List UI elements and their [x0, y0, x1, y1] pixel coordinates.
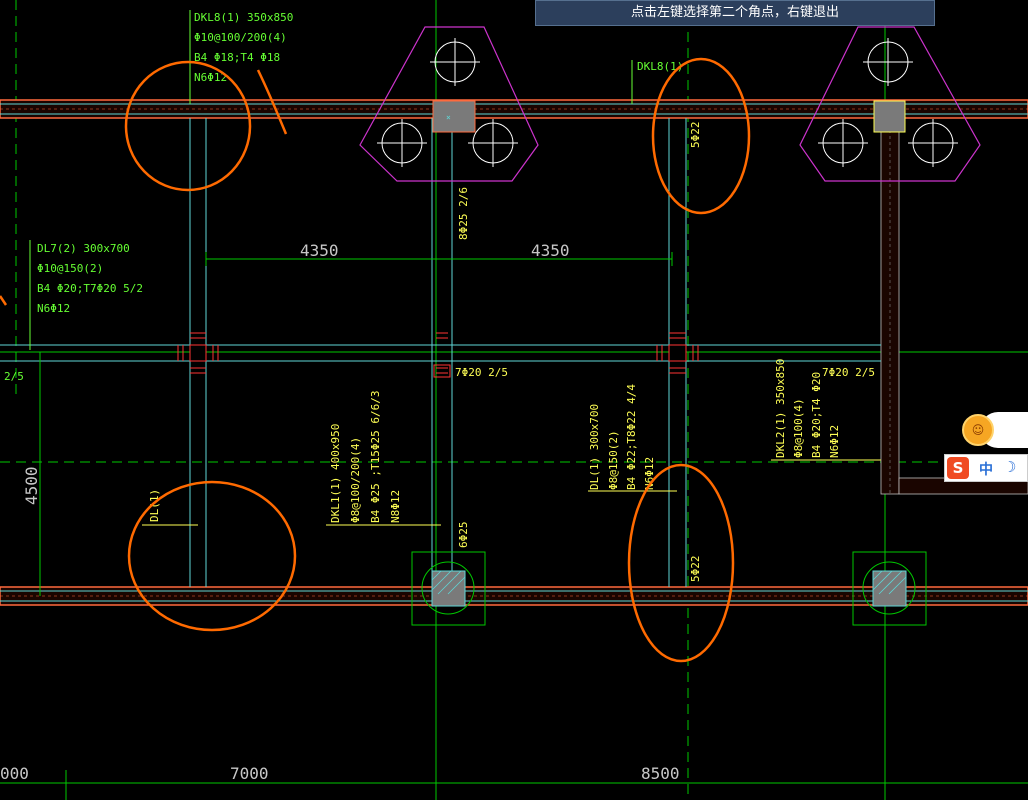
moon-icon[interactable]: ☽ [1003, 458, 1017, 476]
top-wall [0, 99, 1028, 119]
svg-text:N6Φ12: N6Φ12 [194, 71, 227, 84]
svg-text:8Φ25 2/6: 8Φ25 2/6 [457, 187, 470, 240]
yellow-leader-lines [142, 459, 881, 526]
svg-text:×: × [446, 113, 451, 122]
rebar-labels: 8Φ25 2/6 5Φ22 5Φ22 6Φ25 7Φ20 2/5 7Φ20 2/… [455, 122, 875, 583]
label-dl1b: DL(1) 300x700 Φ8@150(2) B4 Φ22;T8Φ22 4/4… [588, 384, 656, 490]
svg-text:DKL8(1) 350x850: DKL8(1) 350x850 [194, 11, 293, 24]
sogou-logo-icon[interactable]: S [947, 457, 969, 479]
label-dkl2: DKL2(1) 350x850 Φ8@100(4) B4 Φ20;T4 Φ20 … [774, 359, 841, 458]
leader-lines [29, 10, 633, 350]
svg-text:000: 000 [0, 764, 29, 783]
svg-text:DKL2(1) 350x850: DKL2(1) 350x850 [774, 359, 787, 458]
ime-sun-icon[interactable]: ☺ [962, 414, 994, 446]
svg-text:B4 Φ25 ;T15Φ25 6/6/3: B4 Φ25 ;T15Φ25 6/6/3 [369, 391, 382, 523]
label-rebar-left: 2/5 [4, 370, 24, 383]
junction-markers [177, 332, 699, 374]
svg-text:5Φ22: 5Φ22 [689, 122, 702, 149]
svg-text:6Φ25: 6Φ25 [457, 522, 470, 549]
svg-text:4350: 4350 [300, 241, 339, 260]
svg-text:Φ10@100/200(4): Φ10@100/200(4) [194, 31, 287, 44]
command-prompt-bar: 点击左键选择第二个角点，右键退出 [535, 0, 935, 26]
pile-cap-right [799, 26, 981, 182]
markup-ellipses [0, 57, 751, 663]
svg-text:B4 Φ20;T4 Φ20: B4 Φ20;T4 Φ20 [810, 372, 823, 458]
svg-text:7000: 7000 [230, 764, 269, 783]
dimension-lines [39, 252, 673, 596]
svg-text:B4 Φ22;T8Φ22 4/4: B4 Φ22;T8Φ22 4/4 [625, 384, 638, 490]
label-dl7: DL7(2) 300x700 Φ10@150(2) B4 Φ20;T7Φ20 5… [37, 242, 143, 315]
svg-text:N6Φ12: N6Φ12 [37, 302, 70, 315]
svg-text:N6Φ12: N6Φ12 [828, 425, 841, 458]
column-bottom-right [852, 551, 927, 626]
svg-text:Φ10@150(2): Φ10@150(2) [37, 262, 103, 275]
bottom-wall [0, 586, 1028, 606]
label-dl1a: DL(1) [148, 489, 161, 522]
label-dkl8-b: DKL8(1) [637, 60, 683, 73]
svg-text:DKL1(1) 400x950: DKL1(1) 400x950 [329, 424, 342, 523]
label-dkl8-a: DKL8(1) 350x850 Φ10@100/200(4) B4 Φ18;T4… [194, 11, 293, 84]
svg-text:5Φ22: 5Φ22 [689, 556, 702, 583]
svg-text:DL7(2) 300x700: DL7(2) 300x700 [37, 242, 130, 255]
svg-text:Φ8@100(4): Φ8@100(4) [792, 398, 805, 458]
svg-text:B4 Φ20;T7Φ20 5/2: B4 Φ20;T7Φ20 5/2 [37, 282, 143, 295]
svg-text:7Φ20 2/5: 7Φ20 2/5 [822, 366, 875, 379]
ime-status-bar[interactable]: S 中 ☽ [944, 454, 1028, 482]
svg-text:Φ8@100/200(4): Φ8@100/200(4) [349, 437, 362, 523]
svg-text:Φ8@150(2): Φ8@150(2) [607, 430, 620, 490]
svg-text:4350: 4350 [531, 241, 570, 260]
dimension-texts: 4350 4350 4500 7000 8500 000 [0, 241, 680, 783]
svg-text:N8Φ12: N8Φ12 [389, 490, 402, 523]
small-column-junction [433, 364, 451, 378]
column-bottom-left [411, 551, 486, 626]
ime-language-toggle[interactable]: 中 [979, 462, 993, 478]
pile-cap-left: × [359, 26, 539, 182]
svg-text:DL(1) 300x700: DL(1) 300x700 [588, 404, 601, 490]
svg-text:B4 Φ18;T4 Φ18: B4 Φ18;T4 Φ18 [194, 51, 280, 64]
svg-text:4500: 4500 [22, 466, 41, 505]
svg-text:7Φ20 2/5: 7Φ20 2/5 [455, 366, 508, 379]
label-dkl1: DKL1(1) 400x950 Φ8@100/200(4) B4 Φ25 ;T1… [329, 391, 402, 523]
svg-text:8500: 8500 [641, 764, 680, 783]
